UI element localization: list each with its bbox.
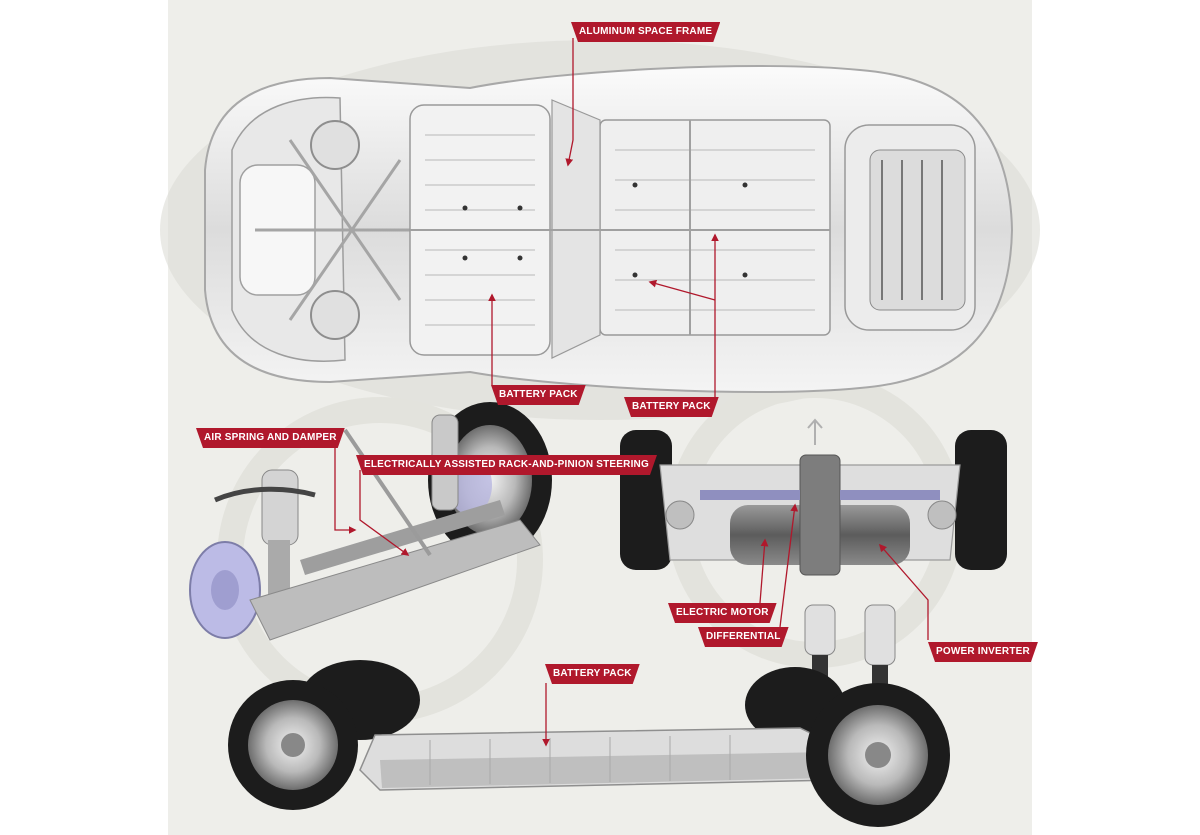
callout-air-spring-and-damper: AIR SPRING AND DAMPER [196,428,345,448]
leader-lines [334,38,929,747]
callout-aluminum-space-frame: ALUMINUM SPACE FRAME [571,22,720,42]
callout-battery-pack-top-left: BATTERY PACK [491,385,586,405]
callout-battery-pack-bottom: BATTERY PACK [545,664,640,684]
callout-battery-pack-top-right: BATTERY PACK [624,397,719,417]
space-frame-top-view [204,65,1014,393]
callout-power-inverter: POWER INVERTER [928,642,1038,662]
callout-differential: DIFFERENTIAL [698,627,789,647]
callout-electric-motor: ELECTRIC MOTOR [668,603,777,623]
rear-drive-unit-illustration [620,418,1007,576]
skateboard-chassis-side-view [228,660,950,827]
callout-rack-and-pinion-steering: ELECTRICALLY ASSISTED RACK-AND-PINION ST… [356,455,657,475]
front-suspension-illustration [189,402,552,641]
